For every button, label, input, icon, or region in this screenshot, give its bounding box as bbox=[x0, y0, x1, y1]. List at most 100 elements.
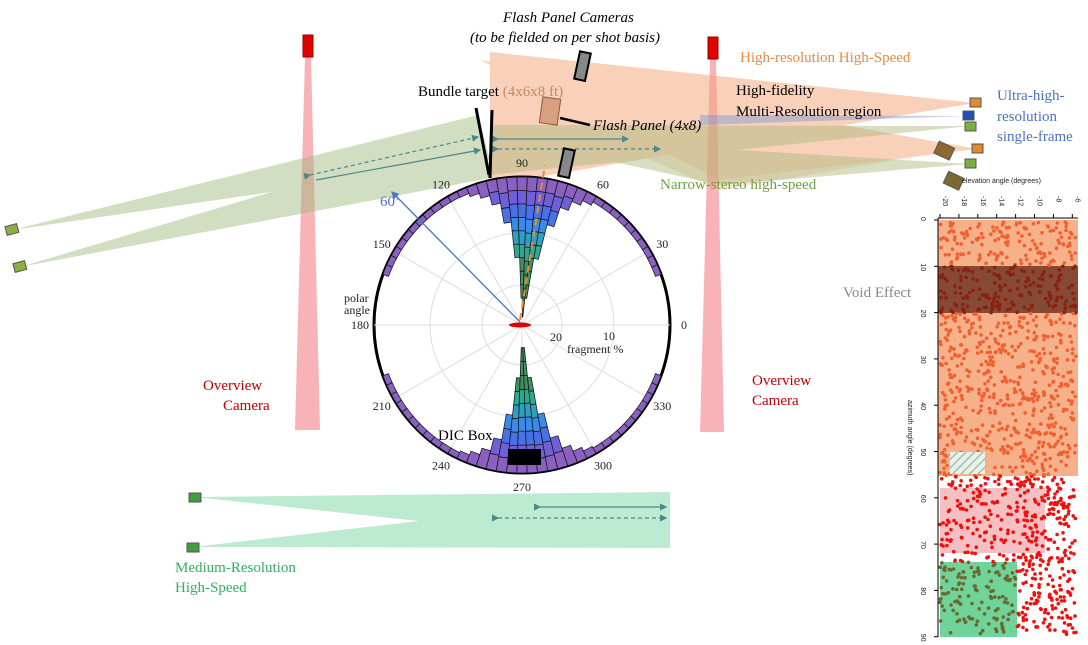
scatter-point bbox=[1003, 235, 1007, 239]
scatter-point bbox=[986, 585, 991, 590]
scatter-point bbox=[1035, 354, 1039, 358]
scatter-point bbox=[1023, 411, 1027, 415]
scatter-point bbox=[1030, 431, 1034, 435]
scatter-point bbox=[1064, 463, 1068, 468]
scatter-point bbox=[947, 329, 951, 334]
medium-res-label: Medium-Resolution bbox=[175, 560, 296, 576]
scatter-point bbox=[1028, 349, 1032, 353]
flash-panel-label: Flash Panel (4x8) bbox=[592, 118, 701, 134]
scatter-point bbox=[1047, 290, 1051, 295]
scatter-point bbox=[1040, 498, 1045, 502]
scatter-point bbox=[1051, 228, 1056, 233]
scatter-point bbox=[1069, 402, 1074, 406]
scatter-point bbox=[965, 320, 969, 324]
scatter-point bbox=[1059, 452, 1064, 457]
scatter-point bbox=[1030, 392, 1034, 396]
scatter-point bbox=[1064, 299, 1068, 303]
scatter-point bbox=[965, 385, 969, 389]
scatter-point bbox=[1008, 273, 1013, 277]
scatter-point bbox=[942, 608, 947, 613]
scatter-point bbox=[1072, 601, 1077, 605]
scatter-point bbox=[939, 275, 944, 280]
scatter-point bbox=[982, 391, 986, 396]
scatter-point bbox=[946, 590, 951, 595]
scatter-point bbox=[1065, 505, 1070, 510]
scatter-point bbox=[941, 575, 946, 580]
scatter-point bbox=[972, 442, 977, 447]
scatter-point bbox=[959, 425, 963, 430]
scatter-point bbox=[1019, 482, 1024, 487]
scatter-point bbox=[1061, 506, 1066, 510]
scatter-point bbox=[1067, 285, 1071, 290]
ultra-label: resolution bbox=[997, 109, 1057, 125]
scatter-point bbox=[959, 430, 963, 435]
scatter-point bbox=[1048, 445, 1053, 449]
scatter-point bbox=[957, 389, 962, 394]
scatter-point bbox=[1008, 465, 1012, 469]
scatter-point bbox=[1018, 221, 1023, 225]
scatter-point bbox=[953, 486, 958, 491]
scatter-point bbox=[976, 566, 980, 570]
scatter-point bbox=[940, 363, 944, 368]
scatter-point bbox=[1068, 446, 1072, 451]
scatter-point bbox=[1000, 627, 1005, 631]
scatter-point bbox=[945, 279, 949, 283]
scatter-point bbox=[1042, 269, 1046, 274]
scatter-point bbox=[1058, 435, 1063, 440]
high-fidelity-label: Multi-Resolution region bbox=[736, 104, 882, 120]
scatter-point bbox=[984, 530, 989, 534]
scatter-point bbox=[971, 408, 975, 413]
scatter-point bbox=[1013, 577, 1018, 581]
scatter-point bbox=[1062, 450, 1066, 454]
scatter-point bbox=[1043, 529, 1047, 533]
scatter-point bbox=[955, 255, 960, 260]
scatter-point bbox=[953, 353, 957, 358]
scatter-point bbox=[1042, 406, 1047, 410]
scatter-point bbox=[1000, 465, 1004, 469]
scatter-point bbox=[1064, 224, 1068, 229]
scatter-point bbox=[1021, 532, 1025, 537]
scatter-point bbox=[998, 288, 1003, 293]
scatter-point bbox=[975, 436, 980, 441]
camera-icons bbox=[4, 97, 984, 553]
histogram-bar bbox=[511, 404, 520, 420]
y-tick: 0 bbox=[919, 217, 926, 221]
bundle-target bbox=[474, 96, 591, 179]
scatter-point bbox=[1005, 397, 1010, 401]
scatter-point bbox=[940, 604, 944, 608]
scatter-point bbox=[1052, 495, 1057, 500]
scatter-point bbox=[1061, 242, 1065, 246]
scatter-point bbox=[956, 268, 961, 273]
histogram-bar bbox=[508, 431, 519, 447]
scatter-point bbox=[951, 608, 955, 613]
scatter-point bbox=[938, 600, 942, 605]
scatter-point bbox=[942, 472, 947, 477]
scatter-point bbox=[950, 264, 954, 269]
scatter-point bbox=[970, 326, 974, 330]
scatter-point bbox=[987, 508, 992, 513]
scatter-point bbox=[1048, 622, 1052, 627]
scatter-point bbox=[1027, 562, 1032, 566]
scatter-point bbox=[1011, 558, 1016, 562]
scatter-point bbox=[1053, 468, 1058, 472]
scatter-point bbox=[1030, 518, 1034, 523]
overview-camera-left bbox=[295, 34, 320, 430]
scatter-point bbox=[952, 427, 957, 431]
scatter-point bbox=[1059, 477, 1064, 482]
scatter-point bbox=[1003, 313, 1008, 318]
scatter-point bbox=[1036, 284, 1040, 288]
scatter-point bbox=[995, 401, 1000, 406]
scatter-point bbox=[1038, 553, 1043, 558]
scatter-point bbox=[1047, 263, 1052, 268]
scatter-point bbox=[995, 325, 999, 329]
scatter-point bbox=[990, 448, 994, 453]
scatter-point bbox=[993, 411, 997, 416]
scatter-point bbox=[983, 476, 987, 480]
scatter-point bbox=[978, 520, 982, 524]
scatter-point bbox=[1025, 518, 1030, 523]
scatter-point bbox=[943, 404, 948, 408]
scatter-point bbox=[952, 399, 956, 404]
scatter-point bbox=[980, 293, 985, 298]
scatter-point bbox=[1016, 380, 1020, 385]
scatter-point bbox=[1051, 584, 1056, 589]
